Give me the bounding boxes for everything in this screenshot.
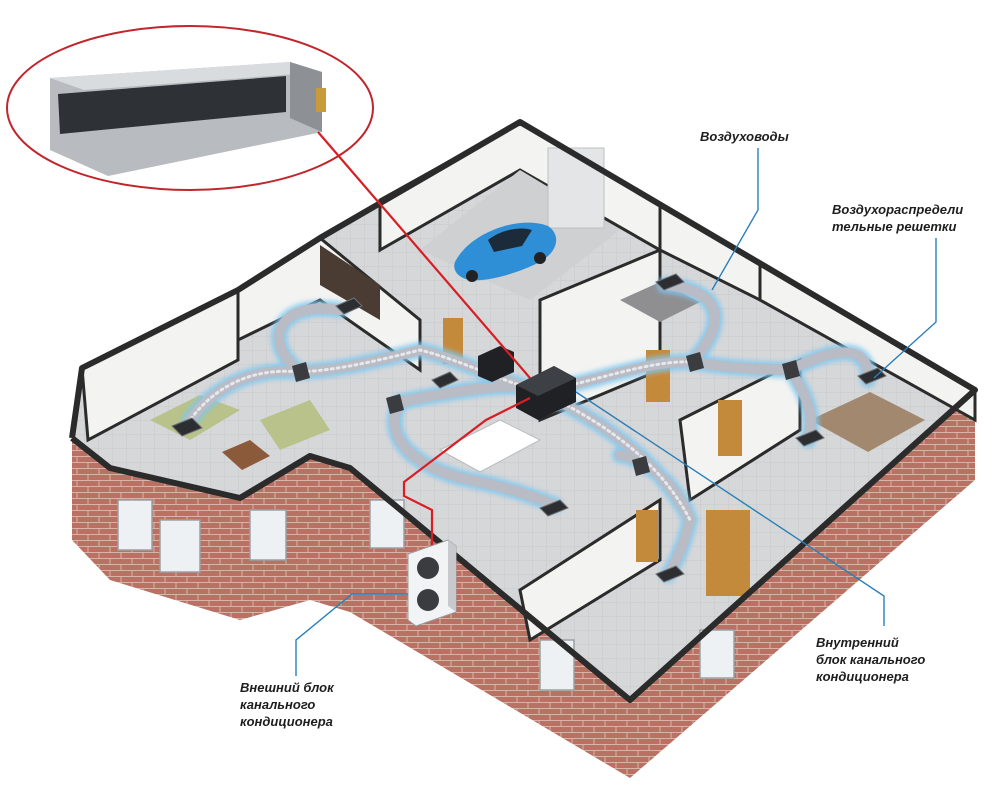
dining-table [438, 419, 542, 473]
outdoor-unit [407, 539, 457, 627]
refrigerant-line-to-closeup [317, 131, 531, 379]
duct-unit-top [50, 62, 322, 90]
window-left-2 [159, 519, 201, 573]
window-left-3 [249, 509, 287, 561]
grille-bedroom-top [857, 367, 887, 385]
grille-bottom [655, 565, 685, 583]
door-bottom [636, 510, 658, 562]
junction-lower [632, 456, 650, 476]
fan-icon [417, 557, 439, 579]
wall-top-outline [69, 119, 978, 703]
grille-dining [539, 499, 569, 517]
grille-bedroom [795, 429, 825, 447]
label-indoor-unit: Внутренний блок канального кондиционера [816, 635, 926, 684]
callout-line-outdoor [295, 593, 408, 676]
callout-lines [295, 148, 937, 676]
label-air-grilles: Воздухораспредели тельные решетки [832, 202, 964, 234]
garage-door [547, 147, 605, 229]
air-grilles [171, 273, 887, 583]
duct-junctions [292, 352, 800, 476]
callout-line-grilles [873, 238, 937, 379]
indoor-unit [478, 346, 576, 420]
callout-line-indoor [575, 391, 885, 626]
junction-center [386, 394, 404, 414]
label-outdoor-unit: Внешний блок канального кондиционера [240, 680, 334, 729]
indoor-plenum [478, 346, 514, 382]
refrigerant-lines [317, 131, 531, 546]
duct-unit-side [290, 62, 322, 132]
grille-top-room [655, 273, 685, 291]
duct-unit-pipes [316, 88, 326, 112]
grille-kitchen [335, 297, 363, 315]
brick-wall-right [630, 392, 975, 778]
fan-icon-2 [417, 589, 439, 611]
indoor-unit-top [516, 366, 576, 396]
indoor-unit-closeup [6, 25, 374, 191]
kitchen-cabinet [320, 245, 380, 320]
duct-unit-grille [58, 76, 286, 134]
wall-bottom-room [518, 497, 662, 643]
windows [117, 499, 735, 691]
callout-line-ducts [711, 148, 759, 291]
car-icon [454, 222, 557, 282]
exterior-brick-walls [72, 392, 975, 778]
coffee-table [222, 440, 270, 470]
brick-wall-left [72, 440, 350, 620]
outdoor-unit-side [448, 540, 456, 612]
grille-center [431, 371, 459, 389]
wardrobe [706, 510, 750, 596]
window-left-1 [117, 499, 153, 551]
furniture [150, 245, 925, 596]
brick-wall-front-lower [350, 470, 630, 778]
sofa-living-2 [260, 400, 330, 450]
window-right [699, 629, 735, 679]
label-air-ducts: Воздуховоды [700, 129, 789, 144]
bed-bedroom [810, 392, 925, 452]
garage [420, 147, 620, 300]
grille-living [171, 417, 203, 437]
junction-living [292, 362, 310, 382]
refrigerant-line-to-outdoor [402, 397, 531, 546]
junction-bedroom [782, 360, 800, 380]
junction-right [686, 352, 704, 372]
door-lower [718, 400, 742, 456]
